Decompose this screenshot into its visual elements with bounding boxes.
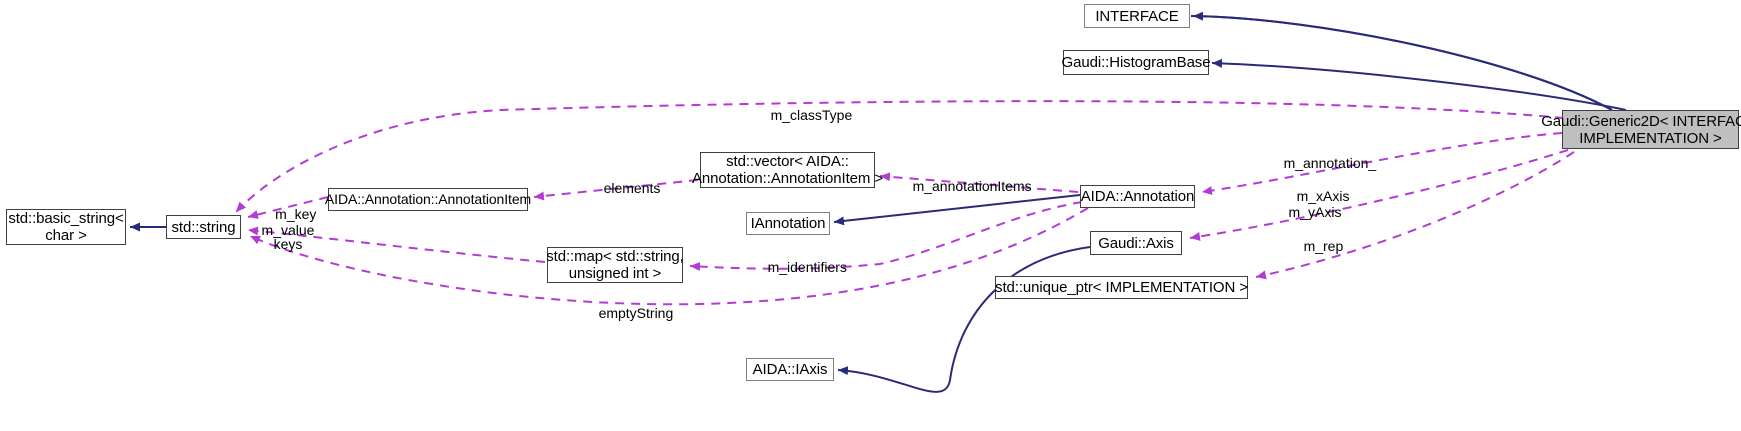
edge-label-m-annotationitems: m_annotationItems bbox=[897, 162, 1032, 210]
edge-label-m-classtype-text: m_classType bbox=[770, 107, 853, 123]
node-std-basic-string[interactable]: std::basic_string< char > bbox=[6, 209, 126, 245]
usage-edges bbox=[235, 100, 1575, 306]
edge-label-m-key-m-value-text: m_key m_value bbox=[261, 206, 317, 238]
node-interface[interactable]: INTERFACE bbox=[1084, 4, 1190, 28]
node-gaudi-axis[interactable]: Gaudi::Axis bbox=[1090, 231, 1182, 255]
node-aida-annotation-annotationitem[interactable]: AIDA::Annotation::AnnotationItem bbox=[324, 188, 532, 211]
node-gaudi-generic2d-label: Gaudi::Generic2D< INTERFACE, IMPLEMENTAT… bbox=[1541, 112, 1741, 147]
node-std-unique-ptr-implementation-label: std::unique_ptr< IMPLEMENTATION > bbox=[995, 279, 1248, 296]
edge-label-emptystring: emptyString bbox=[583, 289, 674, 337]
node-gaudi-axis-label: Gaudi::Axis bbox=[1098, 234, 1174, 252]
edge-label-m-annotationitems-text: m_annotationItems bbox=[912, 178, 1032, 194]
node-std-string-label: std::string bbox=[171, 218, 236, 236]
edge-label-m-xaxis-m-yaxis: m_xAxis m_yAxis bbox=[1281, 172, 1350, 236]
inheritance-edges bbox=[130, 11, 1627, 393]
edge-label-m-rep: m_rep bbox=[1288, 222, 1344, 270]
node-std-vector-annotationitem[interactable]: std::vector< AIDA:: Annotation::Annotati… bbox=[692, 152, 883, 188]
edge-label-m-identifiers-text: m_identifiers bbox=[767, 259, 847, 275]
node-gaudi-generic2d[interactable]: Gaudi::Generic2D< INTERFACE, IMPLEMENTAT… bbox=[1541, 110, 1741, 149]
node-aida-iaxis[interactable]: AIDA::IAxis bbox=[746, 358, 834, 381]
node-iannotation[interactable]: IAnnotation bbox=[746, 212, 830, 235]
node-aida-iaxis-label: AIDA::IAxis bbox=[752, 361, 828, 378]
node-std-map-string-uint[interactable]: std::map< std::string, unsigned int > bbox=[546, 247, 684, 283]
node-std-unique-ptr-implementation[interactable]: std::unique_ptr< IMPLEMENTATION > bbox=[995, 276, 1248, 299]
edge-label-m-annotation: m_annotation_ bbox=[1268, 139, 1377, 187]
node-std-basic-string-label: std::basic_string< char > bbox=[8, 210, 124, 244]
edge-label-m-key-m-value: m_key m_value bbox=[258, 190, 318, 254]
edge-label-keys: keys bbox=[258, 220, 303, 268]
node-iannotation-label: IAnnotation bbox=[750, 215, 826, 232]
node-aida-annotation-annotationitem-label: AIDA::Annotation::AnnotationItem bbox=[324, 191, 532, 207]
node-gaudi-histogrambase[interactable]: Gaudi::HistogramBase bbox=[1061, 50, 1211, 75]
edge-label-elements: elements bbox=[588, 164, 661, 212]
node-std-map-string-uint-label: std::map< std::string, unsigned int > bbox=[546, 248, 684, 282]
node-aida-annotation-label: AIDA::Annotation bbox=[1080, 188, 1195, 205]
node-interface-label: INTERFACE bbox=[1095, 7, 1179, 25]
edge-label-emptystring-text: emptyString bbox=[598, 305, 674, 321]
edge-label-m-annotation-text: m_annotation_ bbox=[1283, 155, 1377, 171]
edge-label-elements-text: elements bbox=[603, 180, 661, 196]
node-std-string[interactable]: std::string bbox=[166, 215, 241, 239]
node-aida-annotation[interactable]: AIDA::Annotation bbox=[1080, 185, 1195, 208]
edge-label-keys-text: keys bbox=[273, 236, 303, 252]
edge-label-m-classtype: m_classType bbox=[755, 91, 853, 139]
edge-label-m-rep-text: m_rep bbox=[1303, 238, 1344, 254]
edge-label-m-xaxis-m-yaxis-text: m_xAxis m_yAxis bbox=[1288, 188, 1350, 220]
node-std-vector-annotationitem-label: std::vector< AIDA:: Annotation::Annotati… bbox=[691, 153, 884, 187]
node-gaudi-histogrambase-label: Gaudi::HistogramBase bbox=[1061, 54, 1211, 71]
edge-label-m-identifiers: m_identifiers bbox=[752, 243, 847, 291]
